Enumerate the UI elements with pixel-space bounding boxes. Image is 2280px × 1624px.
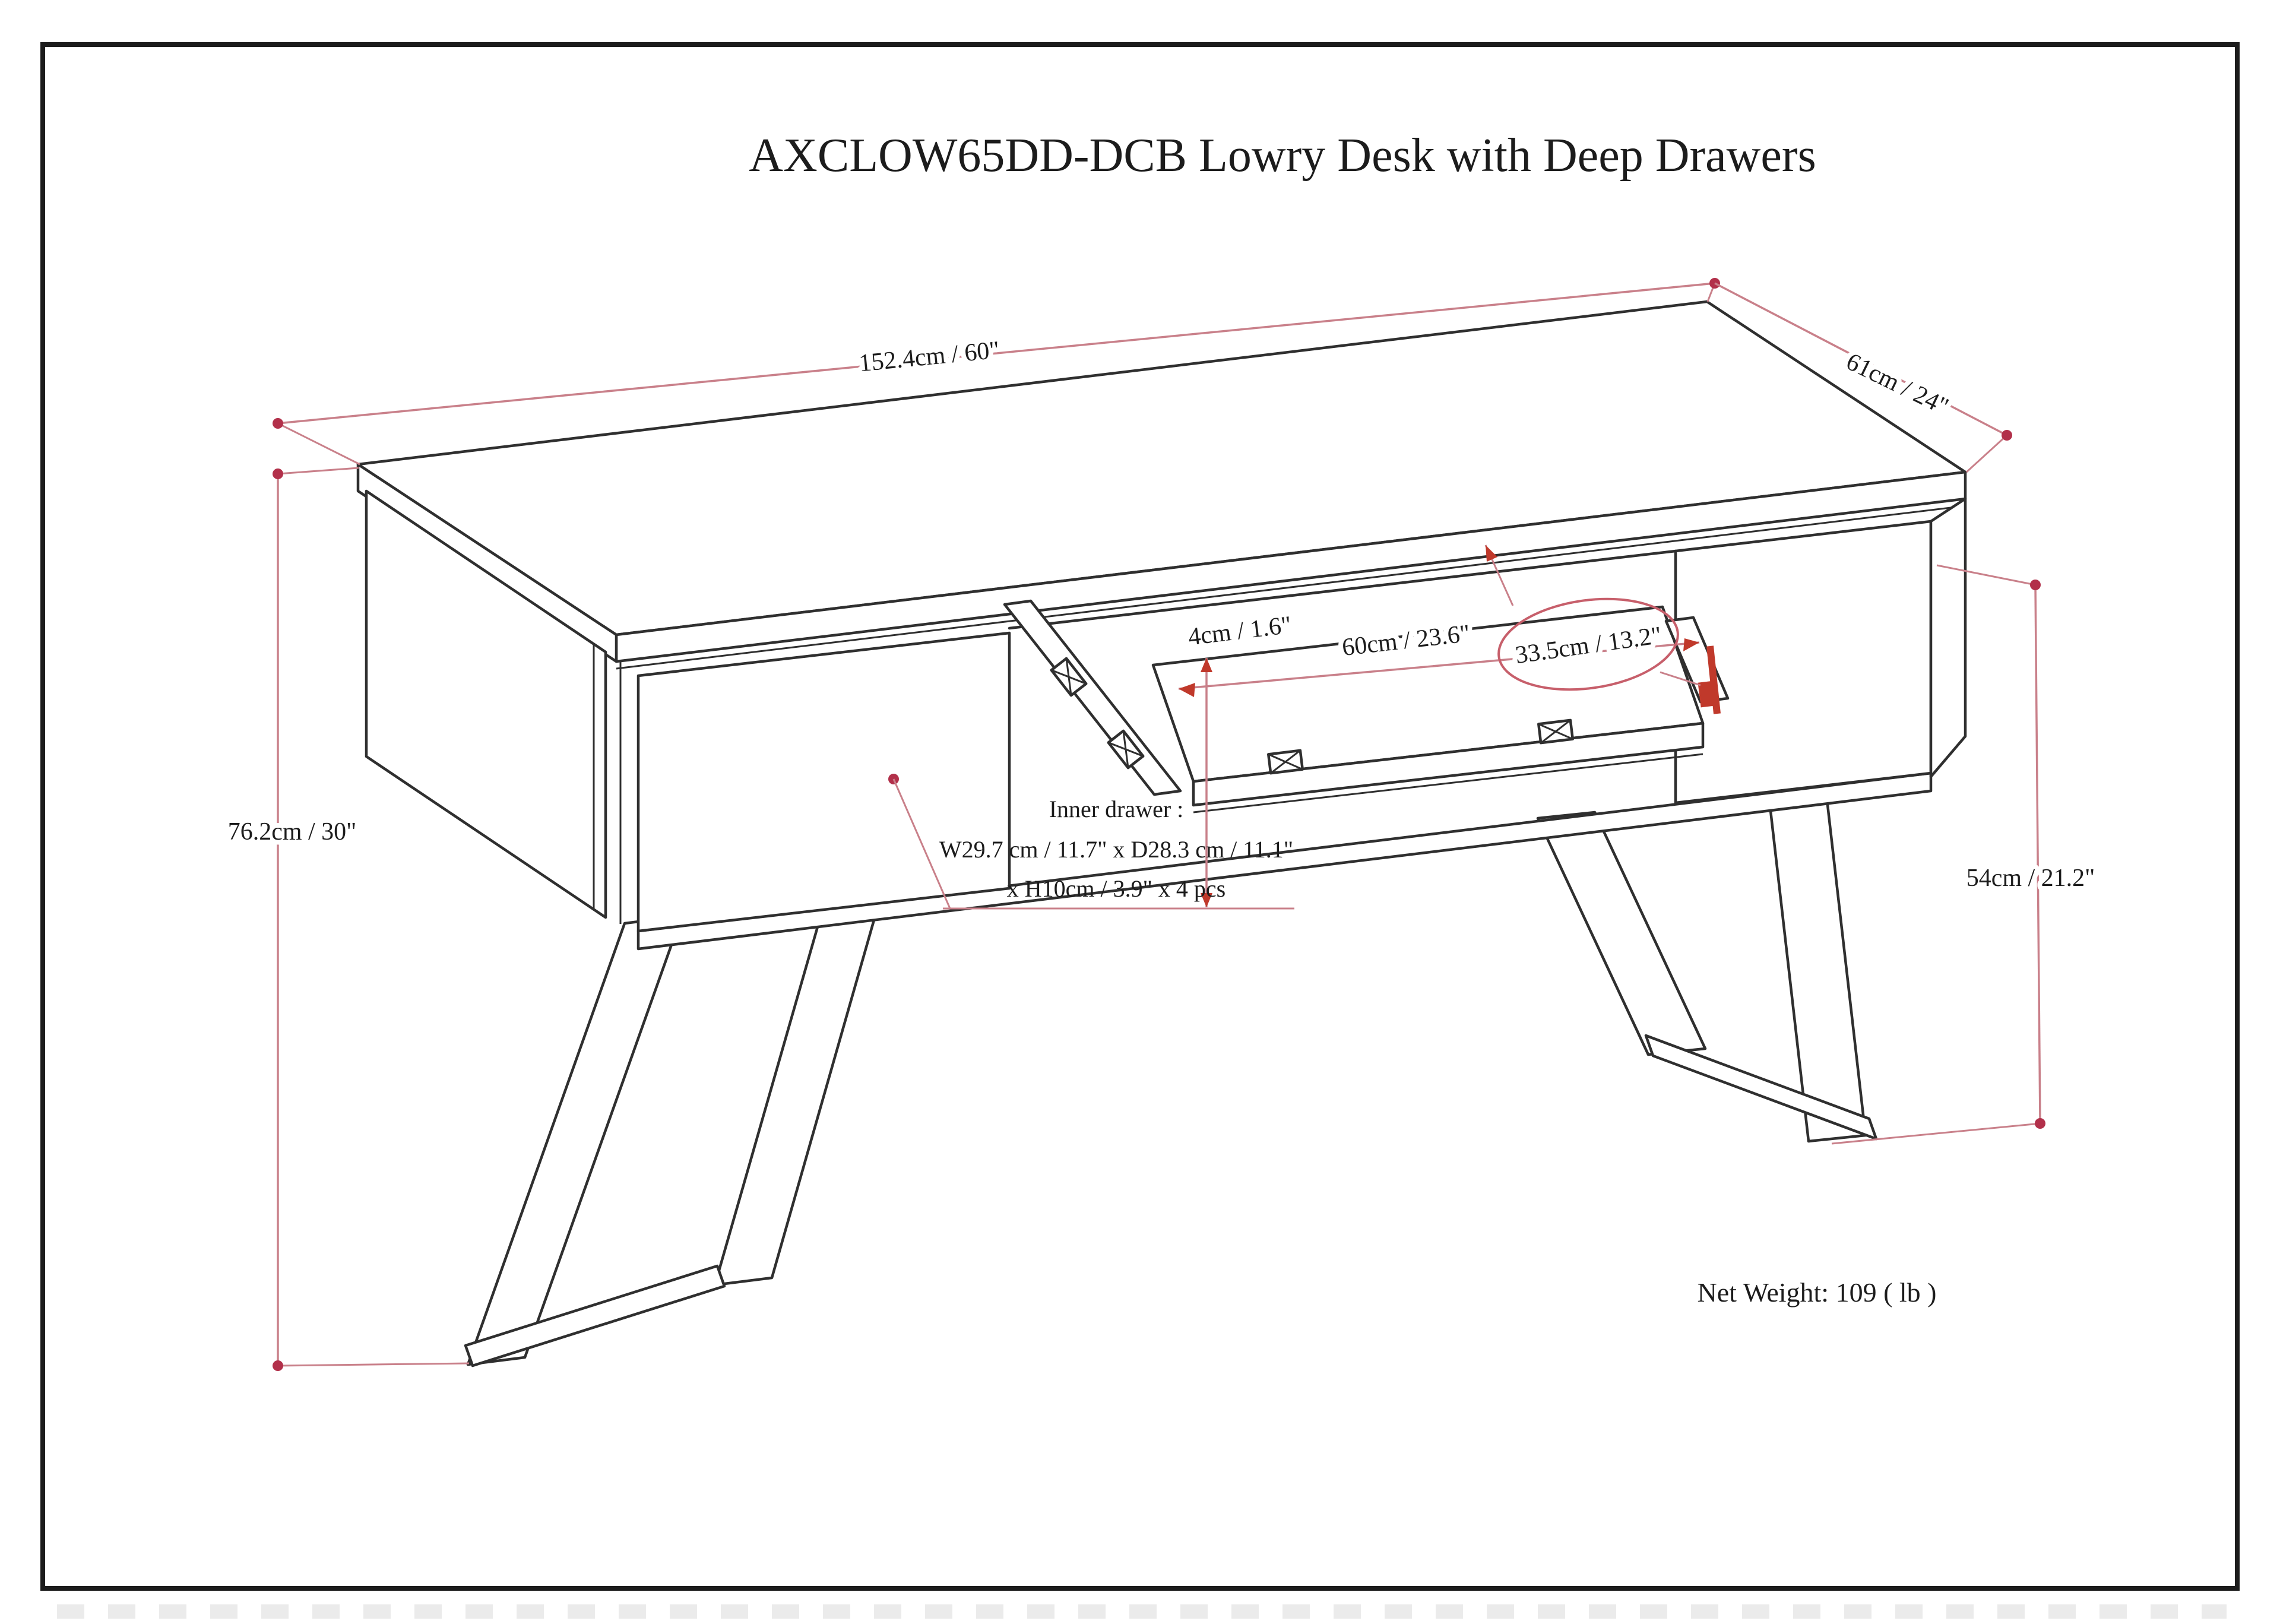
leg-clearance-label: 54cm / 21.2" [1966,865,2095,892]
dim-leg-clearance: 54cm / 21.2" [1831,564,2100,1145]
overall-height-label: 76.2cm / 30" [228,818,357,846]
slide-bearing [1267,749,1304,775]
inner-drawer-line3: x H10cm / 3.9" x 4 pcs [1007,875,1226,902]
left-slide-rail [1003,599,1182,796]
dim-endpoint [2030,580,2041,590]
dim-endpoint [2002,430,2012,441]
tray-lip-shadow [1193,753,1703,813]
inner-drawer-line2: W29.7 cm / 11.7" x D28.3 cm / 11.1" [939,836,1293,863]
dim-endpoint [273,418,283,429]
left-side-panel [365,489,607,919]
slide-bearing [1107,729,1145,770]
overall-width-label: 152.4cm / 60" [858,337,1001,378]
desk-cabinet [356,300,1967,951]
cabinet-bottom-edge [636,771,1933,951]
desk-drawing [356,300,1967,1367]
slide-bracket-red [1706,645,1721,714]
right-side-panel [1929,497,1967,778]
dim-endpoint [2035,1118,2045,1129]
page-border [40,42,2240,1591]
tray-front-lip [1192,721,1705,807]
inner-drawer-line1: Inner drawer : [1049,796,1184,822]
inner-drawer-note: Inner drawer : W29.7 cm / 11.7" x D28.3 … [888,774,1294,910]
slide-latch-red [1698,680,1717,708]
top-shadow-line [616,505,1966,670]
net-weight-label: Net Weight: 109 ( lb ) [1698,1277,1937,1308]
dim-endpoint [273,1360,283,1371]
left-drawer-front [636,631,1011,933]
slide-bearing [1537,718,1574,745]
tray-thickness-label: 4cm / 1.6" [1187,612,1293,651]
desk-top-left-edge [356,463,618,663]
slide-bearing [1050,657,1088,697]
back-apron-edge [1008,549,1677,630]
pullout-tray [1003,599,1730,813]
page-title: AXCLOW65DD-DCB Lowry Desk with Deep Draw… [749,129,1816,182]
dim-endpoint [273,468,283,479]
callout-ellipse [1497,597,1679,691]
right-front-leg [1536,811,1707,1056]
dim-overall-height: 76.2cm / 30" [223,467,470,1371]
left-foot-rail [464,1264,726,1367]
